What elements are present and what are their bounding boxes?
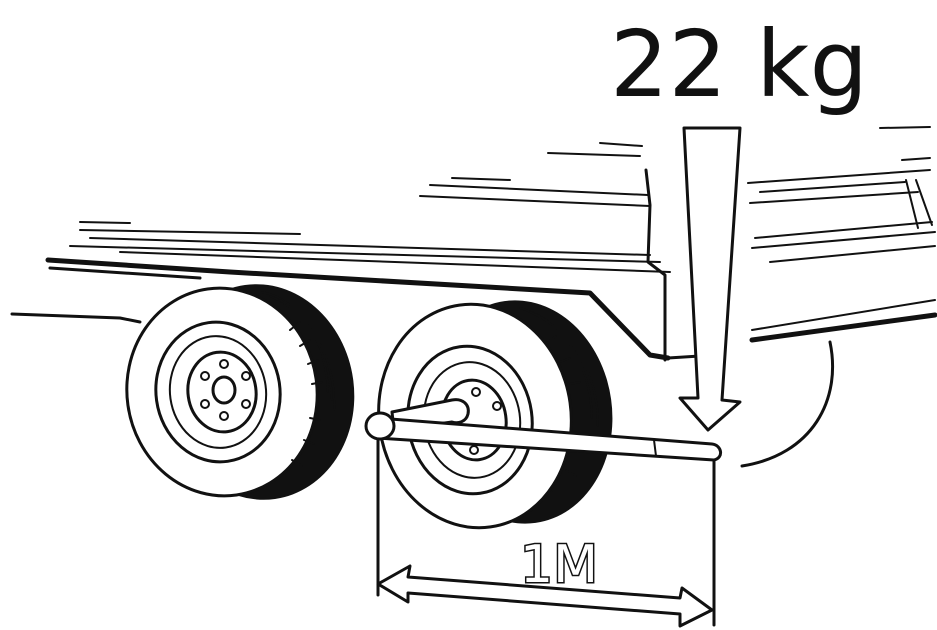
left-tyre-tread: [261, 291, 336, 467]
trailer-panel-lines: [69, 126, 936, 273]
trailer-corner-post: [644, 168, 667, 362]
trailer-body: [10, 126, 937, 468]
trailer-chassis-rail: [45, 257, 671, 361]
right-wheel: [377, 300, 613, 530]
length-label: 1M: [520, 535, 598, 595]
length-dimension: 1M: [376, 438, 716, 628]
ground-line: [10, 312, 142, 324]
trailer-lower-frame: [749, 312, 937, 343]
right-tyre-tread: [519, 307, 599, 501]
left-wheel-nuts: [200, 359, 251, 421]
left-wheel: [125, 284, 355, 500]
force-arrow: [678, 126, 742, 432]
weight-label: 22 kg: [610, 11, 868, 118]
torque-wrench: [364, 398, 722, 462]
wrench-head: [364, 411, 396, 441]
fender-curve: [740, 340, 835, 468]
dimension-arrow: [376, 564, 714, 628]
